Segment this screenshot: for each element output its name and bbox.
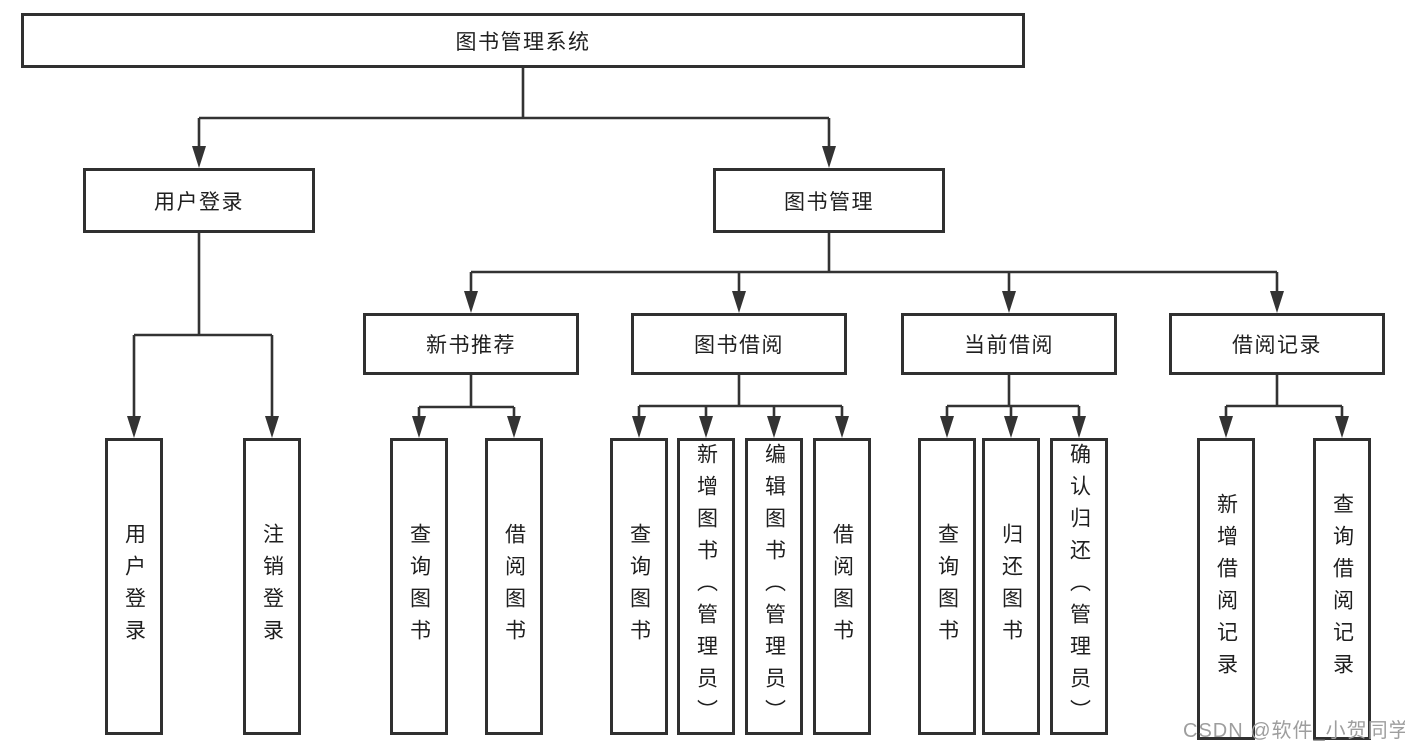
leaf-edit-books-admin-label: 编辑图书（管理员） bbox=[762, 442, 786, 731]
node-book-management: 图书管理 bbox=[713, 168, 945, 233]
leaf-add-books-admin-label: 新增图书（管理员） bbox=[694, 442, 718, 731]
leaf-query-borrow-record: 查询借阅记录 bbox=[1313, 438, 1371, 740]
leaf-borrow-books-1: 借阅图书 bbox=[485, 438, 543, 735]
node-user-login-label: 用户登录 bbox=[154, 190, 244, 214]
leaf-borrow-books-2: 借阅图书 bbox=[813, 438, 871, 735]
leaf-query-borrow-record-label: 查询借阅记录 bbox=[1330, 493, 1354, 685]
leaf-query-books-3-label: 查询图书 bbox=[935, 522, 959, 651]
node-current-borrowing-label: 当前借阅 bbox=[964, 334, 1054, 357]
node-book-borrowing-label: 图书借阅 bbox=[694, 334, 784, 357]
leaf-borrow-books-1-label: 借阅图书 bbox=[502, 522, 526, 651]
leaf-query-books-1-label: 查询图书 bbox=[407, 522, 431, 651]
leaf-add-borrow-record: 新增借阅记录 bbox=[1197, 438, 1255, 740]
node-new-book-recommend-label: 新书推荐 bbox=[426, 334, 516, 357]
node-borrowing-records-label: 借阅记录 bbox=[1232, 334, 1322, 357]
leaf-add-borrow-record-label: 新增借阅记录 bbox=[1214, 493, 1238, 685]
node-borrowing-records: 借阅记录 bbox=[1169, 313, 1385, 375]
leaf-query-books-1: 查询图书 bbox=[390, 438, 448, 735]
leaf-return-books: 归还图书 bbox=[982, 438, 1040, 735]
arrowheads bbox=[127, 146, 1349, 438]
node-book-borrowing: 图书借阅 bbox=[631, 313, 847, 375]
csdn-watermark: CSDN @软件_小贺同学 bbox=[1183, 720, 1405, 742]
node-root: 图书管理系统 bbox=[21, 13, 1025, 68]
node-new-book-recommend: 新书推荐 bbox=[363, 313, 579, 375]
leaf-edit-books-admin: 编辑图书（管理员） bbox=[745, 438, 803, 735]
leaf-borrow-books-2-label: 借阅图书 bbox=[830, 522, 854, 651]
leaf-query-books-3: 查询图书 bbox=[918, 438, 976, 735]
leaf-return-books-label: 归还图书 bbox=[999, 522, 1023, 651]
leaf-query-books-2-label: 查询图书 bbox=[627, 522, 651, 651]
leaf-logout: 注销登录 bbox=[243, 438, 301, 735]
leaf-query-books-2: 查询图书 bbox=[610, 438, 668, 735]
leaf-logout-label: 注销登录 bbox=[260, 522, 284, 651]
leaf-confirm-return-admin: 确认归还（管理员） bbox=[1050, 438, 1108, 735]
node-user-login: 用户登录 bbox=[83, 168, 315, 233]
node-current-borrowing: 当前借阅 bbox=[901, 313, 1117, 375]
node-root-label: 图书管理系统 bbox=[455, 30, 591, 54]
leaf-confirm-return-admin-label: 确认归还（管理员） bbox=[1067, 442, 1091, 731]
leaf-user-login: 用户登录 bbox=[105, 438, 163, 735]
leaf-user-login-label: 用户登录 bbox=[122, 522, 146, 651]
leaf-add-books-admin: 新增图书（管理员） bbox=[677, 438, 735, 735]
node-book-management-label: 图书管理 bbox=[784, 190, 874, 214]
